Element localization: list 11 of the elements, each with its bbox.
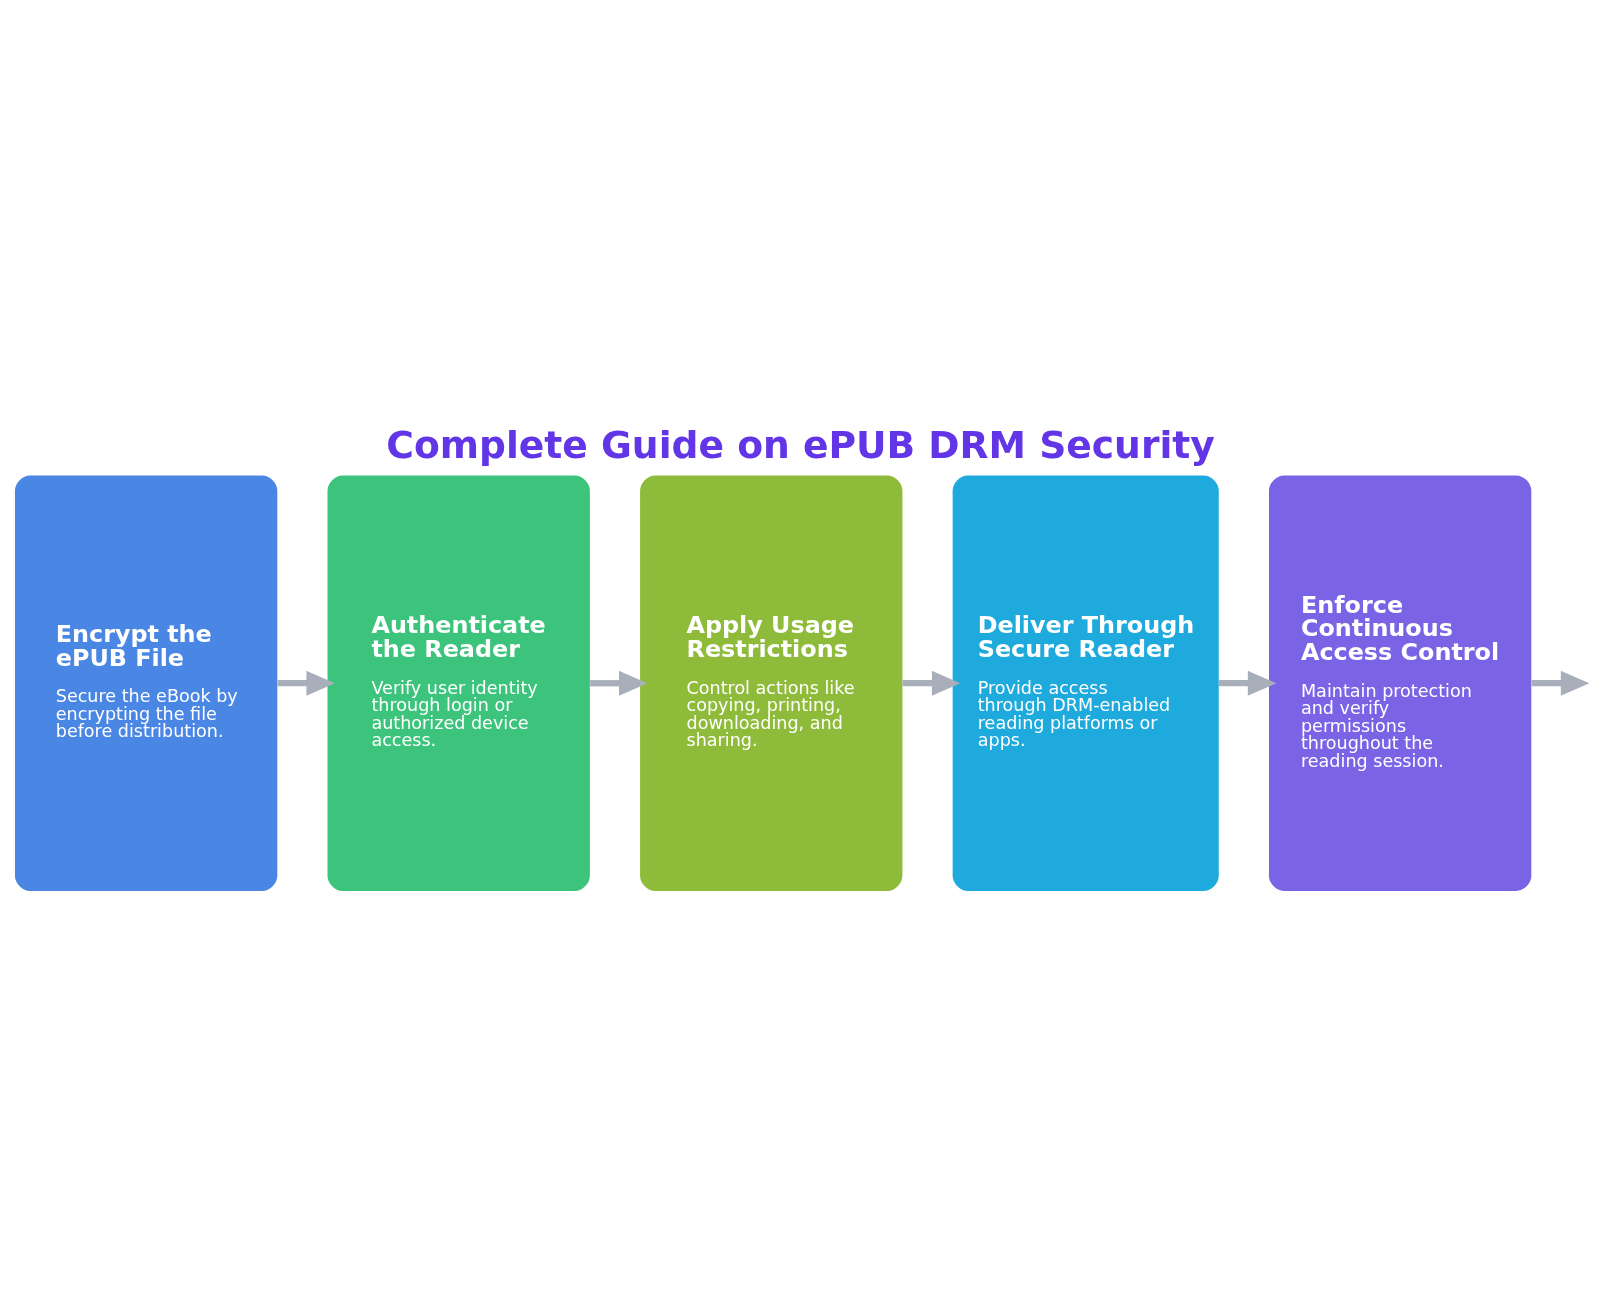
arrow [902, 670, 960, 696]
node-box: Encrypt the ePUB File Secure the eBook by encrypting the file before distribution. [14, 475, 277, 891]
node-box: Enforce Continuous Access Control Maintain protection and verify permissions throughout the reading session. [1268, 475, 1531, 891]
node-box: Deliver Through Secure Reader Provide access through DRM-enabled reading platforms or apps. [952, 475, 1219, 891]
diagram-title: Complete Guide on ePUB DRM Security [385, 422, 1215, 467]
node-box: Authenticate the Reader Verify user identity through login or authorized device access. [327, 475, 590, 891]
arrow [589, 670, 648, 696]
node-box: Apply Usage Restrictions Control actions like copying, printing, downloading, and sharing. [639, 475, 902, 891]
arrow [277, 670, 335, 696]
arrow [1531, 670, 1589, 696]
arrow [1218, 670, 1276, 696]
